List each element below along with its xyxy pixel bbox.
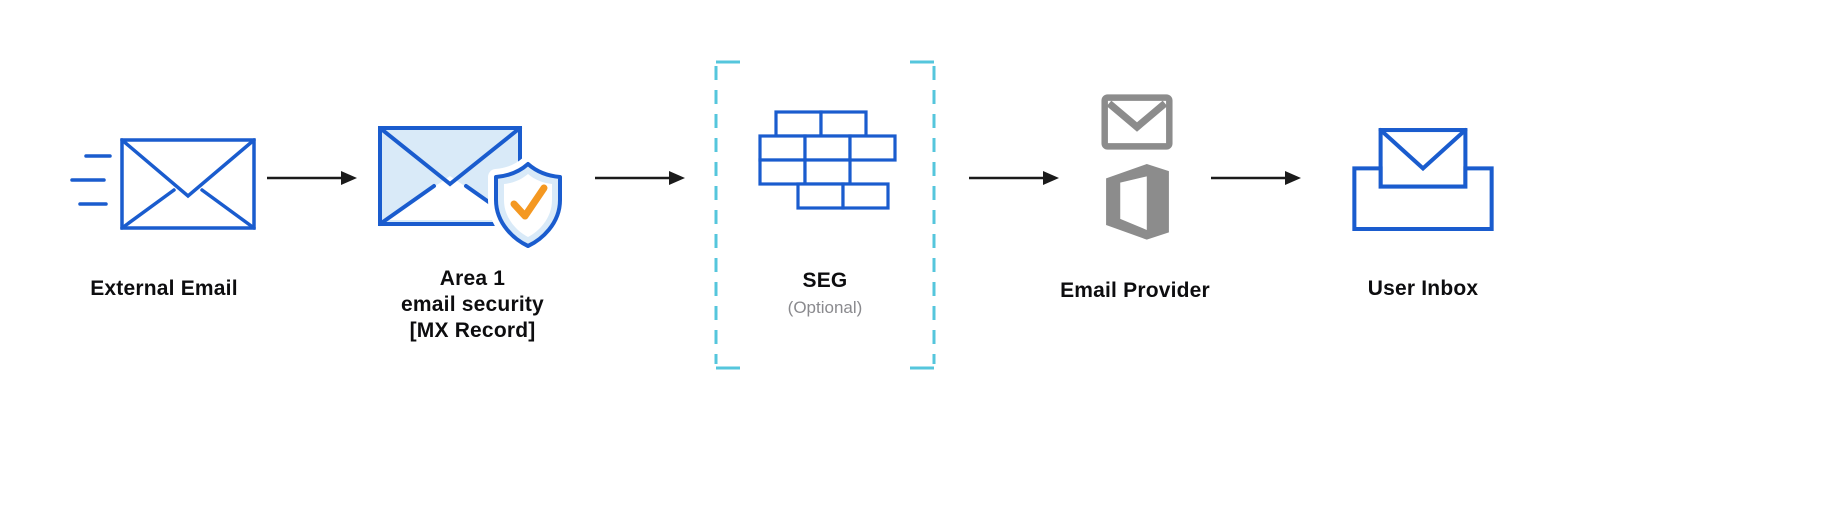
office-icon	[1106, 164, 1169, 245]
node-label-email-provider: Email Provider	[1060, 279, 1210, 302]
node-label: SEG	[802, 269, 848, 292]
node-external-email: External Email	[48, 138, 280, 302]
flow-arrow-2	[594, 166, 686, 195]
node-label: External Email	[90, 277, 238, 300]
node-label-user-inbox: User Inbox	[1367, 277, 1479, 300]
flow-arrow-1	[266, 166, 358, 195]
node-label-line1: Area 1	[439, 267, 506, 290]
node-label-line3: [MX Record]	[409, 319, 536, 342]
firewall-brick-wall-icon	[758, 110, 897, 217]
flow-arrow-3	[968, 166, 1060, 195]
envelope-shield-check-icon	[360, 126, 585, 254]
node-sublabel: (Optional)	[787, 298, 863, 317]
flow-arrow-4	[1210, 166, 1302, 195]
optional-dashed-bracket	[712, 58, 938, 377]
node-area1-email-security: Area 1 email security [MX Record]	[360, 126, 585, 344]
node-seg-labels: SEG (Optional)	[725, 268, 925, 318]
node-label-line2: email security	[401, 293, 544, 316]
speeding-envelope-icon	[48, 138, 280, 230]
gmail-icon	[1101, 94, 1173, 155]
inbox-envelope-icon	[1352, 126, 1494, 238]
